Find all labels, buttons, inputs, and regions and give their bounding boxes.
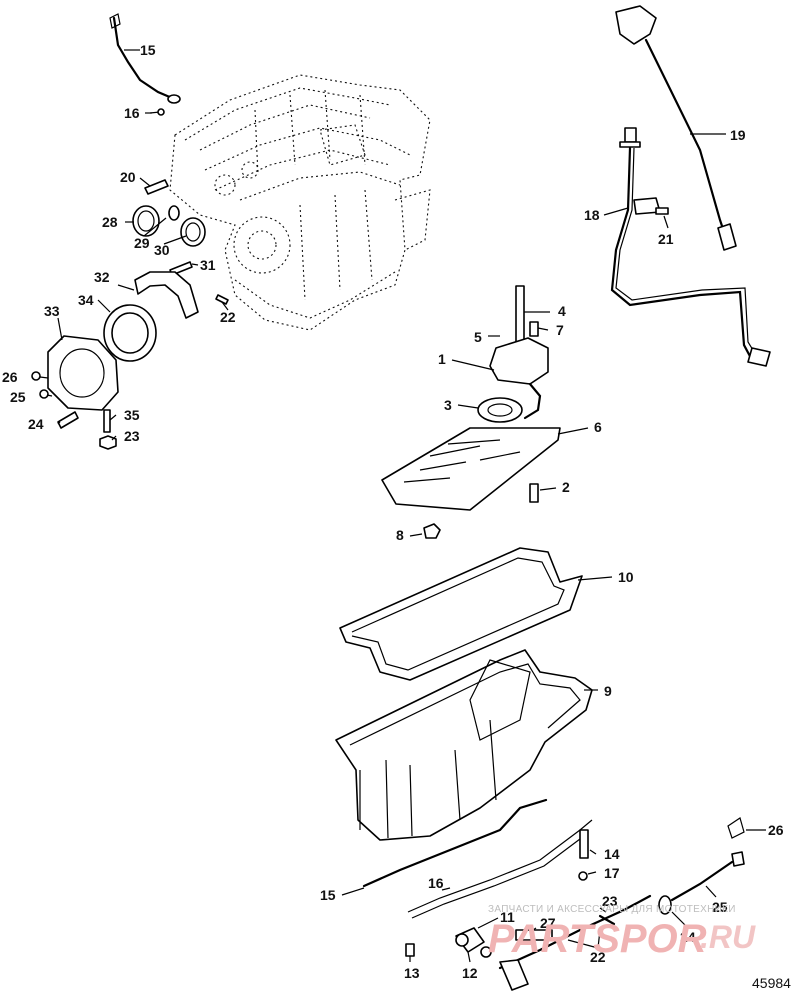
callout-17: 17 [604, 865, 620, 881]
watermark-logo: PARTSPOR [488, 917, 707, 961]
callout-20: 20 [120, 169, 136, 185]
engine-block-outline [169, 74, 431, 331]
lower-tube-parts [362, 798, 593, 957]
callout-13: 13 [404, 965, 420, 981]
callout-2: 2 [562, 479, 570, 495]
drain-fittings [455, 817, 745, 991]
callout-6: 6 [594, 419, 602, 435]
callout-19: 19 [730, 127, 746, 143]
callout-3: 3 [444, 397, 452, 413]
oil-pan-gasket [339, 547, 583, 681]
callout-22-bottom: 22 [590, 949, 606, 965]
callout-23-bottom: 23 [602, 893, 618, 909]
callout-11: 11 [500, 909, 515, 925]
callout-24-top: 24 [28, 416, 44, 432]
callout-5: 5 [474, 329, 482, 345]
callout-29: 29 [134, 235, 150, 251]
callout-21: 21 [658, 231, 674, 247]
callout-26-bottom: 26 [768, 822, 784, 838]
callout-8: 8 [396, 527, 404, 543]
dipstick-and-tube [610, 5, 771, 367]
callout-12: 12 [462, 965, 478, 981]
callout-31: 31 [200, 257, 216, 273]
windage-tray [381, 427, 561, 539]
oil-pan [335, 649, 593, 841]
callout-1: 1 [438, 351, 446, 367]
callout-16: 16 [124, 105, 140, 121]
callout-9: 9 [604, 683, 612, 699]
callout-34: 34 [78, 292, 94, 308]
callout-18: 18 [584, 207, 600, 223]
callout-4: 4 [558, 303, 566, 319]
callout-22-top: 22 [220, 309, 236, 325]
callout-33: 33 [44, 303, 60, 319]
figure-id: 45984 [752, 975, 791, 991]
callout-32: 32 [94, 269, 110, 285]
callout-26-top: 26 [2, 369, 18, 385]
callout-23-top: 23 [124, 428, 140, 444]
callout-25-top: 25 [10, 389, 26, 405]
watermark-domain: .RU [700, 919, 756, 955]
callout-28: 28 [102, 214, 118, 230]
callout-labels: 15 16 20 28 29 30 31 32 34 22 33 26 25 2… [2, 42, 784, 981]
rear-seal-parts [31, 179, 229, 450]
callout-30: 30 [154, 242, 170, 258]
callout-14: 14 [604, 846, 620, 862]
callout-10: 10 [618, 569, 634, 585]
callout-35: 35 [124, 407, 140, 423]
oil-pump-assembly [477, 285, 549, 423]
leader-lines [39, 49, 766, 963]
callout-25-bottom: 25 [712, 899, 728, 915]
watermark: ЗАПЧАСТИ И АКСЕССУАРЫ ДЛЯ МОТОТЕХНИКИ PA… [488, 904, 756, 961]
callout-7: 7 [556, 322, 564, 338]
callout-15: 15 [140, 42, 156, 58]
callout-24-bottom: 24 [680, 929, 696, 945]
sensor-wire-top [109, 13, 181, 116]
callout-15-bottom: 15 [320, 887, 336, 903]
callout-27: 27 [540, 915, 556, 931]
watermark-tagline: ЗАПЧАСТИ И АКСЕССУАРЫ ДЛЯ МОТОТЕХНИКИ [488, 904, 736, 915]
callout-16-bottom: 16 [428, 875, 444, 891]
